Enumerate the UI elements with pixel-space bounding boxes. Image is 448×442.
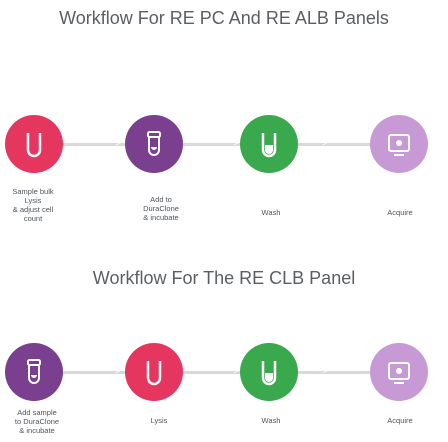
flow-cytometer-icon xyxy=(388,362,410,384)
flow-cytometer-icon xyxy=(388,134,410,156)
workflow-1-connector xyxy=(30,143,400,146)
duraclone-tube-icon xyxy=(27,359,41,384)
arrow-2: > xyxy=(233,366,239,377)
workflow-2-steps: > > > xyxy=(0,343,448,403)
step-2-circle xyxy=(125,343,183,401)
step-3-circle xyxy=(240,343,298,401)
step-2-circle xyxy=(125,115,183,173)
workflow-2-step-3-label: Wash xyxy=(261,416,281,425)
workflow-2-step-2-label: Lysis xyxy=(150,416,168,425)
wash-icon xyxy=(261,133,277,158)
step-3-label: Wash xyxy=(261,208,281,217)
step-4-circle xyxy=(370,343,428,401)
workflow-2-title: Workflow For The RE CLB Panel xyxy=(92,268,356,288)
step-2-label: Add to DuraClone & incubate xyxy=(143,195,179,222)
step-1-label: Sample bulk Lysis & adjust cell count xyxy=(12,187,54,223)
step-4-circle xyxy=(370,115,428,173)
workflow-2-connector xyxy=(30,371,400,374)
workflow-1-steps: > > > Sample bulk Lysis & adjust cell co… xyxy=(0,115,448,223)
step-3-circle xyxy=(240,115,298,173)
workflow-2-step-4-label: Acquire xyxy=(387,416,413,425)
lysis-icon xyxy=(146,361,162,386)
workflow-2-step-1-label: Add sample to DuraClone & incubate xyxy=(14,408,60,435)
arrow-3: > xyxy=(322,138,328,149)
step-1-circle xyxy=(5,343,63,401)
arrow-2: > xyxy=(233,138,239,149)
wash-icon xyxy=(261,361,277,386)
arrow-3: > xyxy=(322,366,328,377)
step-1-circle xyxy=(5,115,63,173)
step-4-label: Acquire xyxy=(387,208,413,217)
workflow-1-title: Workflow For RE PC And RE ALB Panels xyxy=(59,8,389,28)
arrow-1: > xyxy=(115,138,121,149)
sample-tube-icon xyxy=(26,133,42,158)
duraclone-tube-icon xyxy=(147,131,161,156)
arrow-1: > xyxy=(115,366,121,377)
